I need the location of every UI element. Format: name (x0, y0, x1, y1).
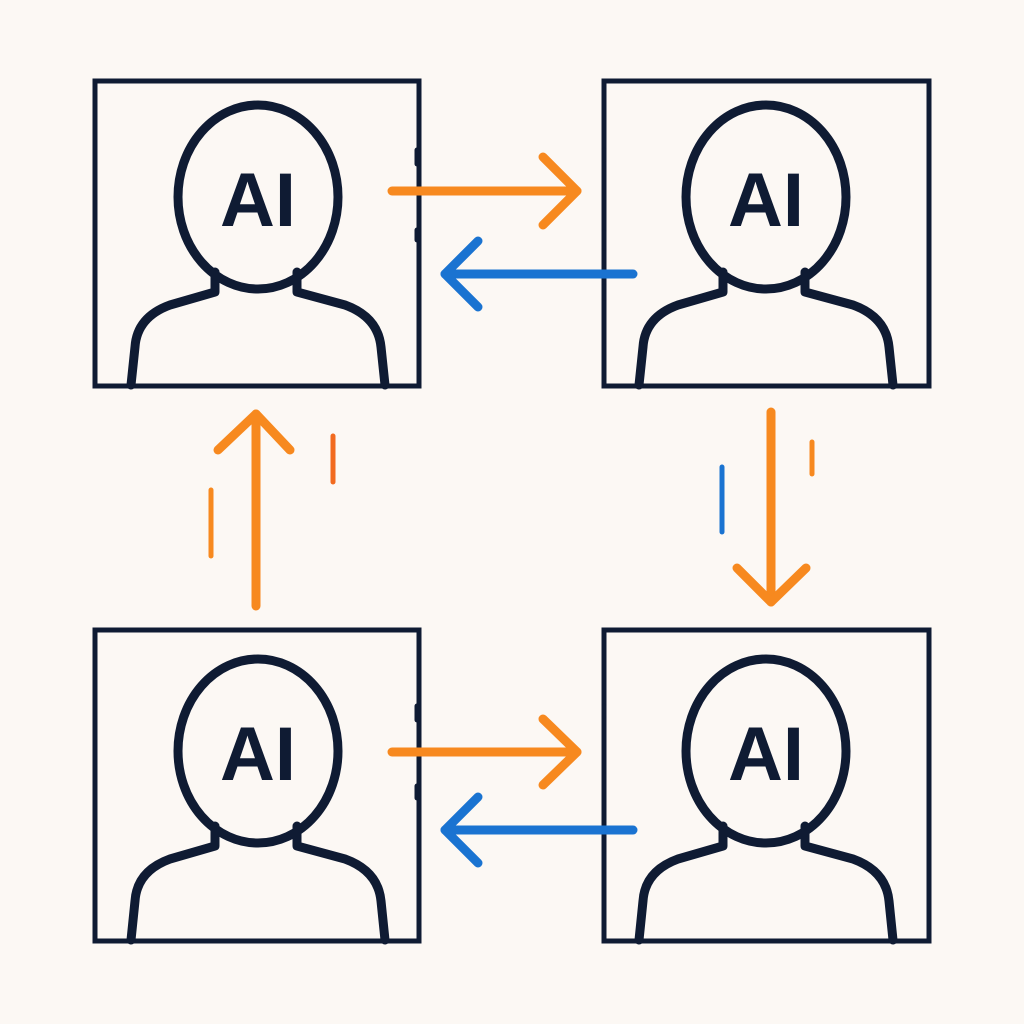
arrow-top-left-to-top-right (387, 152, 582, 230)
arrow-top-right-to-top-left (440, 236, 638, 312)
person-silhouette-icon (634, 654, 898, 945)
arrow-top-right-to-bottom-right (732, 407, 811, 607)
edge-tick-marks (414, 147, 607, 853)
agent-label: AI (220, 712, 296, 797)
agent-frame (601, 627, 932, 944)
agent-card-bottom-left: AI (92, 627, 422, 945)
agent-card-top-left: AI (92, 78, 422, 390)
arrow-bottom-left-to-top-left (213, 409, 295, 611)
arrow-bottom-right-to-bottom-left (440, 792, 638, 868)
agent-card-top-right: AI (601, 78, 932, 390)
person-silhouette-icon (126, 654, 390, 945)
motion-dashes (208, 433, 815, 559)
person-silhouette-icon (126, 100, 390, 390)
agent-label: AI (728, 158, 804, 243)
agent-label: AI (220, 158, 296, 243)
person-silhouette-icon (634, 100, 898, 390)
arrow-bottom-left-to-bottom-right (387, 714, 582, 790)
agent-card-bottom-right: AI (601, 627, 932, 945)
agent-label: AI (728, 712, 804, 797)
